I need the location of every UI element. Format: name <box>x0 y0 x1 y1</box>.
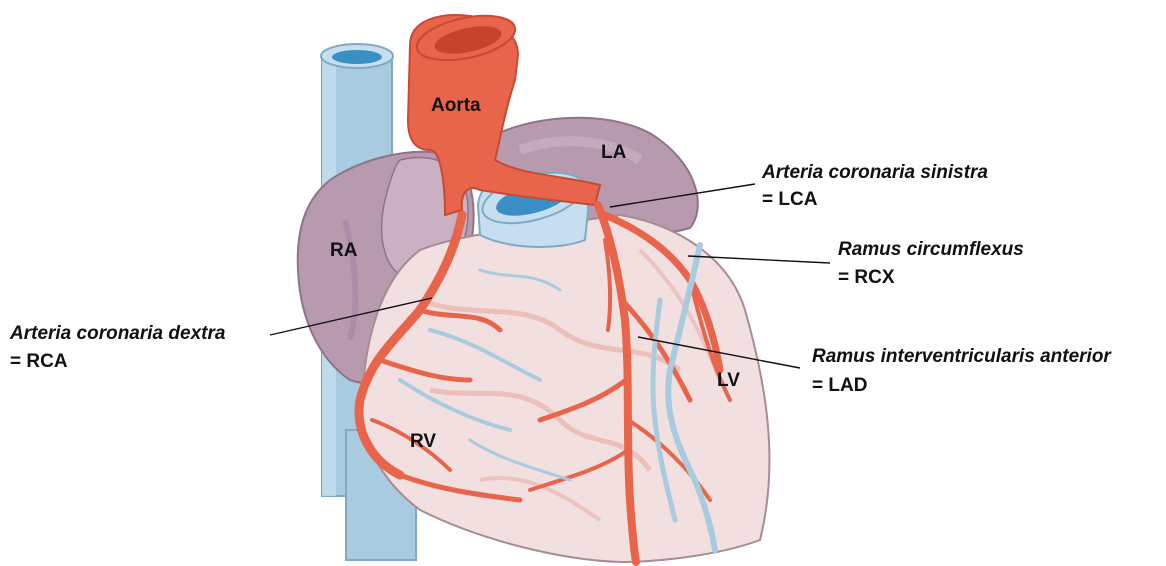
label-lv: LV <box>717 370 740 391</box>
callout-lad-abbr: = LAD <box>812 375 867 396</box>
label-rv: RV <box>410 431 436 452</box>
callout-rca-abbr: = RCA <box>10 351 68 372</box>
callout-rca-name: Arteria coronaria dextra <box>9 323 226 344</box>
callout-lca-name: Arteria coronaria sinistra <box>761 162 988 183</box>
callout-lad-name: Ramus interventricularis anterior <box>812 346 1112 367</box>
label-la: LA <box>601 142 627 163</box>
callout-rcx-abbr: = RCX <box>838 267 895 288</box>
callout-lca-abbr: = LCA <box>762 189 818 210</box>
callout-rcx-name: Ramus circumflexus <box>838 239 1024 260</box>
label-ra: RA <box>330 240 358 261</box>
label-aorta: Aorta <box>431 95 481 116</box>
